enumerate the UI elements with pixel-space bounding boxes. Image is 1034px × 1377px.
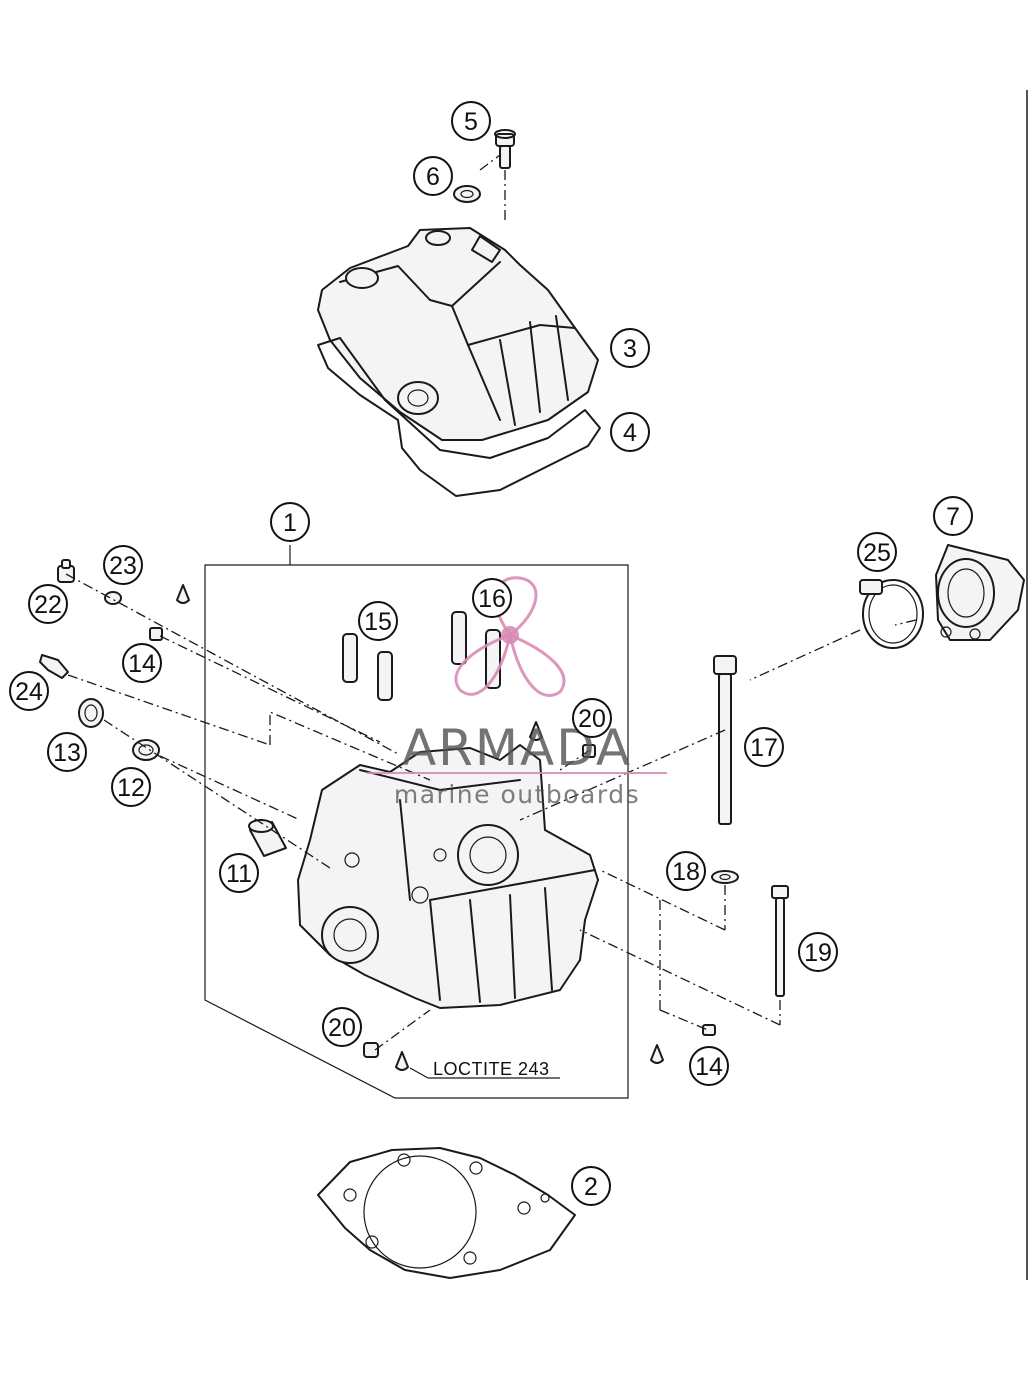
callout-3: 3 <box>610 328 650 368</box>
callout-24-label: 24 <box>15 678 43 706</box>
watermark: ARMADA marine outboards <box>367 576 667 809</box>
callout-17-label: 17 <box>750 734 778 762</box>
loctite-drop-mid-icon <box>529 721 543 741</box>
part-18-washer <box>711 870 739 884</box>
part-2-head-gasket <box>317 1147 576 1279</box>
callout-6-label: 6 <box>426 163 440 191</box>
callout-14-lower: 14 <box>689 1046 729 1086</box>
callout-5-label: 5 <box>464 108 478 136</box>
callout-19-label: 19 <box>804 939 832 967</box>
part-14-plug-upper <box>149 627 163 641</box>
part-6-washer <box>453 185 481 203</box>
callout-13-label: 13 <box>53 739 81 767</box>
callout-18: 18 <box>666 851 706 891</box>
callout-15-label: 15 <box>364 608 392 636</box>
callout-12: 12 <box>111 767 151 807</box>
loctite-drop-lower-icon <box>395 1051 409 1071</box>
callout-13: 13 <box>47 732 87 772</box>
callout-12-label: 12 <box>117 774 145 802</box>
callout-1: 1 <box>270 502 310 542</box>
callout-20-upper-label: 20 <box>578 705 606 733</box>
leader-lines <box>65 154 917 1079</box>
callout-6: 6 <box>413 156 453 196</box>
callout-23-label: 23 <box>109 552 137 580</box>
callout-5: 5 <box>451 101 491 141</box>
part-23-seal-ring <box>104 591 122 605</box>
part-15-valve-guides <box>342 633 393 701</box>
callout-2: 2 <box>571 1166 611 1206</box>
callout-17: 17 <box>744 727 784 767</box>
callout-25: 25 <box>857 532 897 572</box>
part-22-plug <box>57 559 75 583</box>
part-3-valve-cover <box>317 227 599 441</box>
part-24-nipple <box>39 654 69 679</box>
part-11-sleeve <box>248 819 287 857</box>
callout-20-lower: 20 <box>322 1007 362 1047</box>
callout-4-label: 4 <box>623 419 637 447</box>
callout-11-label: 11 <box>226 860 252 888</box>
callout-16: 16 <box>472 578 512 618</box>
loctite-drop-right-icon <box>650 1044 664 1064</box>
loctite-drop-upper-icon <box>176 584 190 604</box>
callout-24: 24 <box>9 671 49 711</box>
callout-7-label: 7 <box>946 503 960 531</box>
callout-22-label: 22 <box>34 591 62 619</box>
callout-14-upper-label: 14 <box>128 650 156 678</box>
part-20-plug-lower <box>363 1042 379 1058</box>
callout-4: 4 <box>610 412 650 452</box>
callout-2-label: 2 <box>584 1173 598 1201</box>
callout-23: 23 <box>103 545 143 585</box>
callout-19: 19 <box>798 932 838 972</box>
watermark-tagline: marine outboards <box>394 780 640 809</box>
loctite-note: LOCTITE 243 <box>433 1059 550 1079</box>
part-4-gasket <box>317 337 601 497</box>
callout-11: 11 <box>219 853 259 893</box>
callout-18-label: 18 <box>672 858 700 886</box>
callout-15: 15 <box>358 601 398 641</box>
callout-14-upper: 14 <box>122 643 162 683</box>
callout-14-lower-label: 14 <box>695 1053 723 1081</box>
part-1-group-frame <box>204 545 629 1099</box>
callout-20-upper: 20 <box>572 698 612 738</box>
part-1-cylinder-head <box>297 744 599 1009</box>
part-14-plug-lower <box>702 1024 716 1036</box>
part-7-intake-flange <box>935 544 1025 641</box>
callout-22: 22 <box>28 584 68 624</box>
callout-20-lower-label: 20 <box>328 1014 356 1042</box>
callout-1-label: 1 <box>283 509 297 537</box>
callout-3-label: 3 <box>623 335 637 363</box>
callout-25-label: 25 <box>863 539 891 567</box>
part-19-bolt <box>771 885 789 997</box>
part-5-screw <box>494 129 516 169</box>
callout-16-label: 16 <box>478 585 506 613</box>
part-12-washer <box>132 739 160 761</box>
part-13-plug <box>78 698 104 728</box>
part-17-stud-bolt <box>713 655 737 825</box>
part-25-hose-clamp <box>859 579 924 649</box>
callout-7: 7 <box>933 496 973 536</box>
